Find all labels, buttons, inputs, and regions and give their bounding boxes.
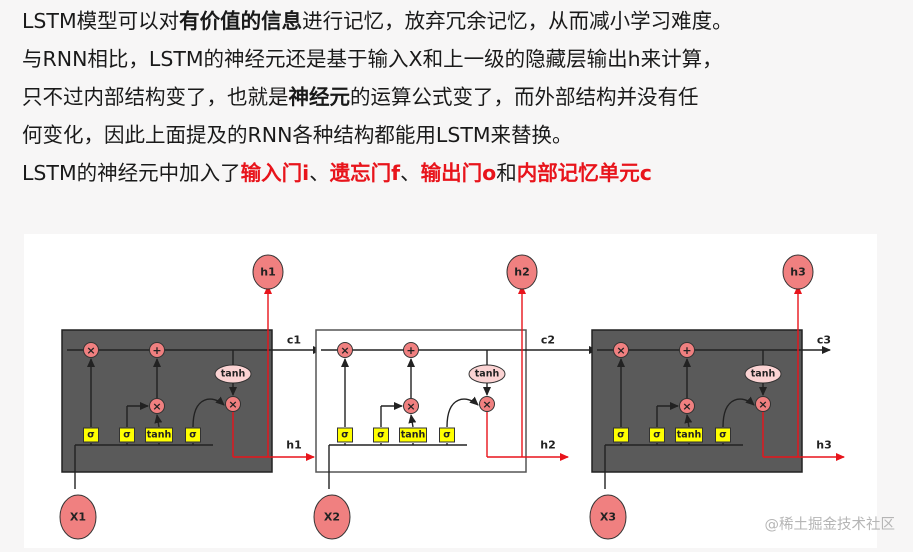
input-label: X1 [70,511,86,524]
input-label: X2 [324,511,340,524]
tanh-label: tanh [475,369,500,380]
text-bold: 神经元 [288,85,351,109]
gate-label: σ [87,430,94,441]
add-node [679,342,695,358]
output-multiply-node [225,396,241,412]
gate-sigma [185,427,201,443]
text-segment: 、 [309,161,330,185]
gate-sigma [715,427,731,443]
gate-label: tanh [147,430,172,441]
input-node [589,494,627,540]
tanh-label: tanh [751,369,776,380]
input-multiply-node [679,398,695,414]
watermark: @稀土掘金技术社区 [764,517,896,533]
text-segment: 只不过内部结构变了，也就是 [22,85,289,109]
output-multiply-node [755,396,771,412]
forget-gate-label: 遗忘门f [329,161,401,185]
forget-multiply-node-symbol: × [86,344,95,357]
output-gate-curve [446,396,479,428]
memory-cell-label: 内部记忆单元c [516,161,652,185]
text-segment: 进行记忆，放弃冗余记忆，从而减小学习难度。 [302,9,733,33]
output-label: h2 [514,266,530,279]
text-block: LSTM模型可以对有价值的信息进行记忆，放弃冗余记忆，从而减小学习难度。 与RN… [22,2,902,192]
gate-tanh [399,427,427,443]
cell-state-label: c1 [287,334,301,347]
input-multiply-node [403,398,419,414]
hidden-label: h1 [286,439,302,452]
text-line-1: LSTM模型可以对有价值的信息进行记忆，放弃冗余记忆，从而减小学习难度。 [22,2,902,40]
text-segment: 的运算公式变了，而外部结构并没有任 [350,85,699,109]
gate-label: tanh [401,430,426,441]
input-multiply-node-symbol: × [152,400,161,413]
gate-label: σ [377,430,384,441]
forget-multiply-node [83,342,99,358]
forget-multiply-node [613,342,629,358]
gate-sigma [613,427,629,443]
tanh-gate-arrow [684,414,693,428]
cell-state-label: c3 [817,334,831,347]
input-node [59,494,97,540]
tanh-gate-arrow [154,414,163,428]
add-node-symbol: + [682,344,691,357]
gate-sigma [83,427,99,443]
hidden-label: h3 [816,439,832,452]
add-node [149,342,165,358]
text-bold: 有价值的信息 [179,9,303,33]
output-gate-curve [192,396,225,428]
hidden-label: h2 [540,439,556,452]
forget-multiply-node [337,342,353,358]
input-gate-label: 输入门i [240,161,310,185]
gate-sigma [373,427,389,443]
input-multiply-node [149,398,165,414]
output-gate-label: 输出门o [420,161,497,185]
text-segment: LSTM模型可以对 [22,9,180,33]
output-multiply-node [479,396,495,412]
output-multiply-node-symbol: × [228,398,237,411]
tanh-label: tanh [221,369,246,380]
text-line-3: 只不过内部结构变了，也就是神经元的运算公式变了，而外部结构并没有任 [22,78,902,116]
text-segment: 和 [496,161,517,185]
forget-multiply-node-symbol: × [340,344,349,357]
gate-sigma [119,427,135,443]
gate-label: tanh [677,430,702,441]
gate-label: σ [617,430,624,441]
output-label: h3 [790,266,806,279]
forget-multiply-node-symbol: × [616,344,625,357]
tanh-gate-arrow [408,414,417,428]
gate-label: σ [189,430,196,441]
input-label: X3 [600,511,616,524]
text-segment: 、 [400,161,421,185]
input-multiply-node-symbol: × [406,400,415,413]
output-label: h1 [260,266,276,279]
output-node [252,254,284,290]
gate-label: σ [123,430,130,441]
gate-sigma [337,427,353,443]
output-multiply-node-symbol: × [758,398,767,411]
gate-tanh [145,427,173,443]
text-line-2: 与RNN相比，LSTM的神经元还是基于输入X和上一级的隐藏层输出h来计算， [22,47,723,71]
add-node [403,342,419,358]
gate-label: σ [653,430,660,441]
gate-sigma [649,427,665,443]
text-line-5: LSTM的神经元中加入了输入门i、遗忘门f、输出门o和内部记忆单元c [22,154,902,192]
gate-label: σ [719,430,726,441]
output-node [782,254,814,290]
output-multiply-node-symbol: × [482,398,491,411]
gate-tanh [675,427,703,443]
output-node [506,254,538,290]
output-gate-curve [722,396,755,428]
add-node-symbol: + [152,344,161,357]
gate-label: σ [443,430,450,441]
cell-state-label: c2 [541,334,555,347]
add-node-symbol: + [406,344,415,357]
gate-label: σ [341,430,348,441]
text-segment: LSTM的神经元中加入了 [22,161,241,185]
input-node [313,494,351,540]
text-line-4: 何变化，因此上面提及的RNN各种结构都能用LSTM来替换。 [22,123,573,147]
gate-sigma [439,427,455,443]
input-multiply-node-symbol: × [682,400,691,413]
